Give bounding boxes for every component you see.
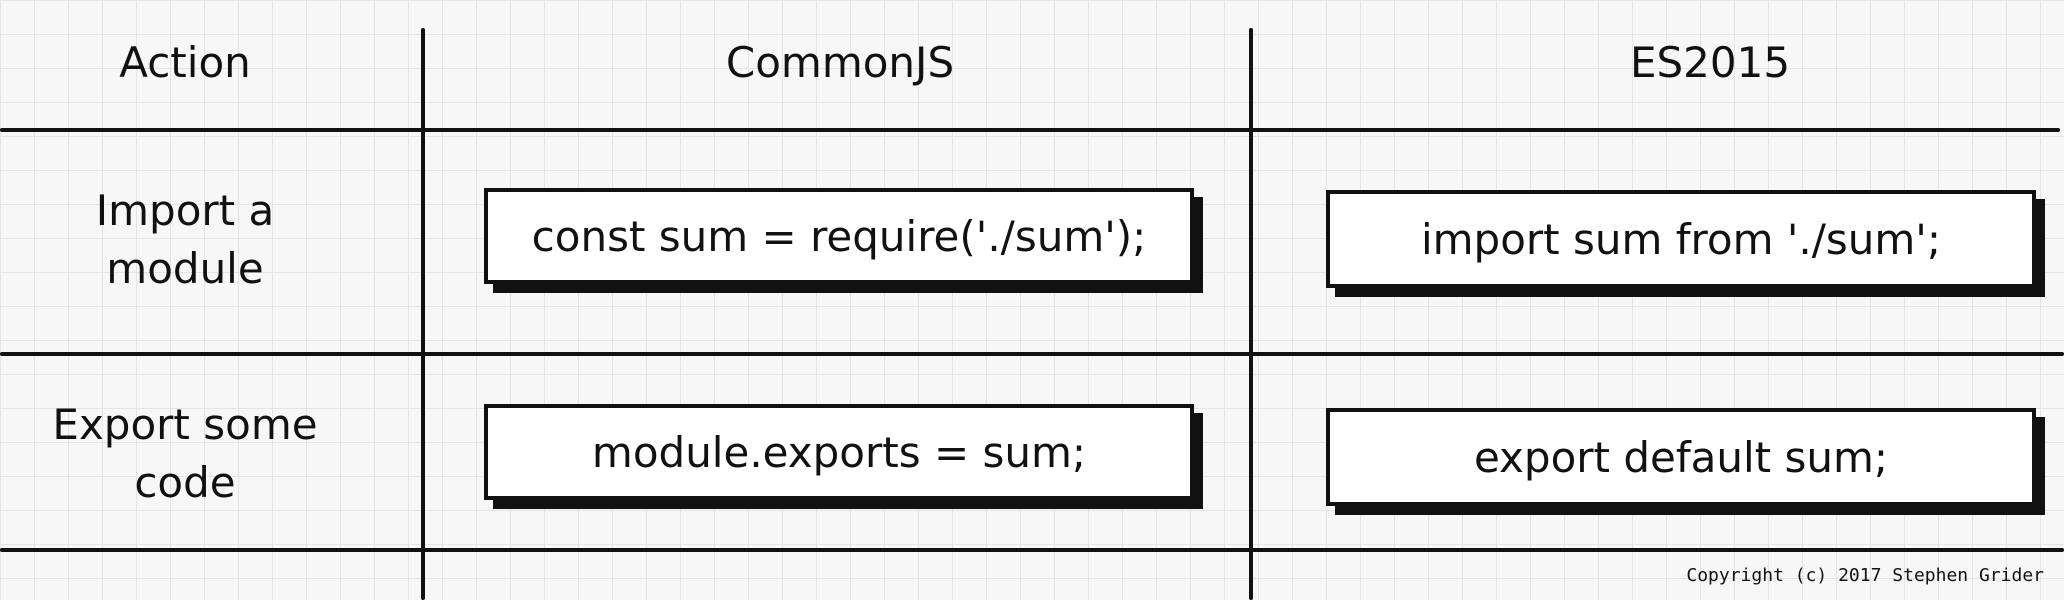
action-label-import: Import a module bbox=[95, 186, 275, 293]
bottom-border-line bbox=[0, 548, 2064, 552]
header-commonjs: CommonJS bbox=[725, 38, 955, 87]
commonjs-export-code: module.exports = sum; bbox=[591, 427, 1087, 477]
es2015-import-code-box: import sum from './sum'; bbox=[1326, 190, 2036, 288]
es2015-export-code: export default sum; bbox=[1473, 432, 1889, 482]
row-divider-line bbox=[0, 352, 2064, 356]
copyright-notice: Copyright (c) 2017 Stephen Grider bbox=[1686, 565, 2044, 586]
action-label-export: Export some code bbox=[52, 400, 318, 507]
commonjs-export-code-box: module.exports = sum; bbox=[484, 404, 1194, 500]
header-es2015: ES2015 bbox=[1629, 38, 1791, 87]
column-divider-line bbox=[1249, 28, 1253, 600]
column-divider-line bbox=[421, 28, 425, 600]
commonjs-import-code-box: const sum = require('./sum'); bbox=[484, 188, 1194, 284]
es2015-export-code-box: export default sum; bbox=[1326, 408, 2036, 506]
header-divider-line bbox=[0, 128, 2060, 132]
es2015-import-code: import sum from './sum'; bbox=[1420, 214, 1942, 264]
header-action: Action bbox=[119, 38, 251, 87]
commonjs-import-code: const sum = require('./sum'); bbox=[531, 211, 1147, 261]
